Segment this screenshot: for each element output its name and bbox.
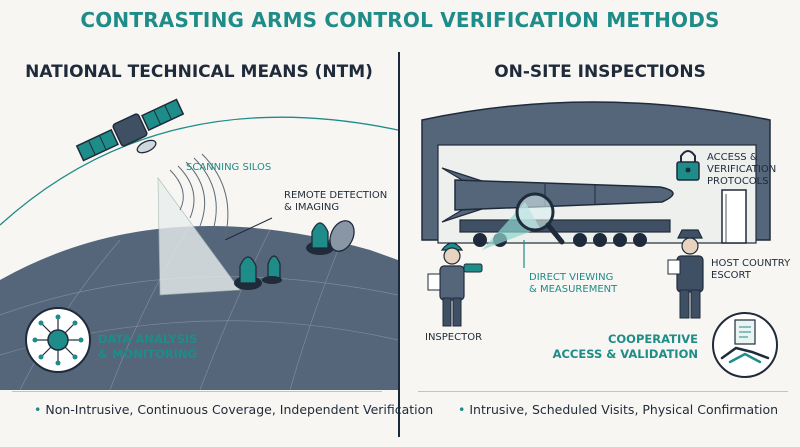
escort-figure [667,229,704,319]
osi-illustration [421,101,778,378]
coop-label-2: ACCESS & VALIDATION [552,347,698,361]
silo-1 [234,256,262,290]
transporter [459,219,671,233]
satellite-icon [75,98,185,162]
missile-icon [441,167,674,223]
remote-detection-label-2: & IMAGING [284,202,340,213]
handshake-icon [712,312,778,378]
door-icon [721,189,747,244]
bullet-icon: • [34,402,42,417]
data-analysis-icon [25,307,91,373]
access-label-2: VERIFICATION [707,164,777,175]
ntm-heading: NATIONAL TECHNICAL MEANS (NTM) [25,62,373,82]
access-label-1: ACCESS & [707,152,758,163]
viewing-label-1: DIRECT VIEWING [529,272,614,283]
remote-pointer [224,217,273,241]
ntm-footer: • Non-Intrusive, Continuous Coverage, In… [34,402,433,417]
silo-2 [306,220,355,255]
silo-3 [262,255,282,284]
osi-heading: ON-SITE INSPECTIONS [494,62,706,82]
scan-waves [169,153,229,243]
orbit-arc [0,116,398,226]
earth-gridlines [0,224,398,390]
panel-divider [398,52,400,437]
viewing-label-2: & MEASUREMENT [529,284,618,295]
coop-label-1: COOPERATIVE [607,332,698,346]
magnifier-icon [515,192,565,245]
ntm-illustration [0,98,398,390]
page-title: CONTRASTING ARMS CONTROL VERIFICATION ME… [80,8,720,32]
earth-globe [0,226,398,390]
lock-icon [676,150,700,181]
inspector-label: INSPECTOR [425,332,483,343]
escort-label-2: ESCORT [711,270,751,281]
osi-footer-text: Intrusive, Scheduled Visits, Physical Co… [469,402,779,417]
bullet-icon: • [458,402,466,417]
ntm-footer-text: Non-Intrusive, Continuous Coverage, Inde… [45,402,434,417]
data-analysis-label-2: & MONITORING [98,347,197,361]
data-analysis-label-1: DATA ANALYSIS [98,332,198,346]
right-footer-rule [418,391,788,392]
access-label-3: PROTOCOLS [707,176,769,187]
remote-detection-label-1: REMOTE DETECTION [284,190,388,201]
left-footer-rule [12,391,382,392]
transporter-wheels [473,233,647,247]
escort-label-1: HOST COUNTRY [711,258,791,269]
osi-footer: • Intrusive, Scheduled Visits, Physical … [458,402,778,417]
sensor-beam [157,176,241,296]
scanning-silos-label: SCANNING SILOS [186,162,272,173]
inspector-figure [427,242,483,327]
